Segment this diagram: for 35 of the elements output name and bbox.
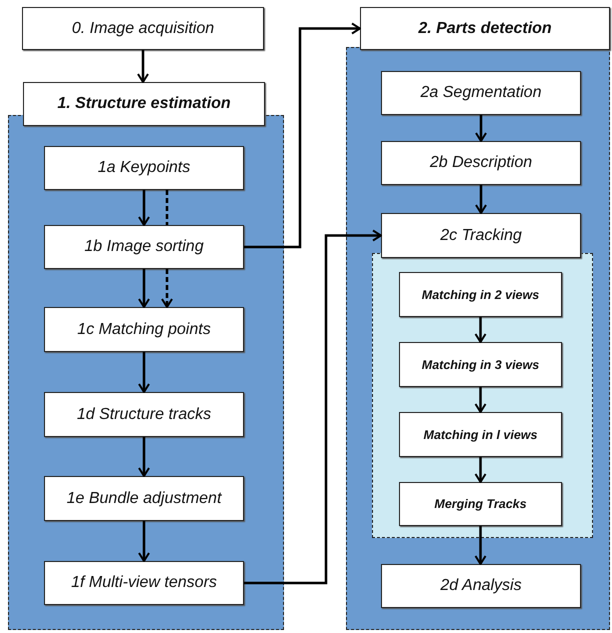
arrow [138, 269, 150, 308]
process-box: 2b Description [381, 141, 581, 185]
process-box: 2c Tracking [381, 213, 581, 258]
stage-heading-box: 1. Structure estimation [23, 82, 265, 126]
process-box: Merging Tracks [399, 482, 562, 526]
stage-heading-box: 2. Parts detection [360, 7, 610, 50]
process-box: 1f Multi-view tensors [44, 561, 244, 605]
process-box: 2a Segmentation [381, 71, 581, 115]
process-box: 1e Bundle adjustment [44, 476, 244, 521]
arrow [474, 317, 486, 343]
arrow [138, 190, 150, 226]
arrow [475, 115, 487, 142]
process-box: 2d Analysis [381, 564, 581, 608]
arrow [138, 437, 150, 477]
process-box: 1d Structure tracks [44, 392, 244, 437]
arrow [475, 185, 487, 214]
process-box: 1a Keypoints [44, 146, 244, 190]
process-box: Matching in 2 views [399, 272, 562, 317]
arrow [474, 457, 486, 483]
arrow [244, 230, 382, 584]
process-box: Matching in l views [399, 412, 562, 457]
process-box: Matching in 3 views [399, 342, 562, 387]
panel-background [346, 47, 610, 630]
panel-background [8, 115, 284, 630]
arrow [474, 526, 486, 565]
arrow [138, 521, 150, 562]
arrow [138, 352, 150, 393]
arrow [474, 387, 486, 413]
arrow [161, 269, 173, 308]
arrow [137, 50, 149, 83]
dashed-group-panel [372, 253, 593, 538]
arrow [244, 22, 361, 248]
process-box: 1b Image sorting [44, 225, 244, 269]
process-box: 1c Matching points [44, 307, 244, 352]
process-box: 0. Image acquisition [22, 7, 264, 50]
